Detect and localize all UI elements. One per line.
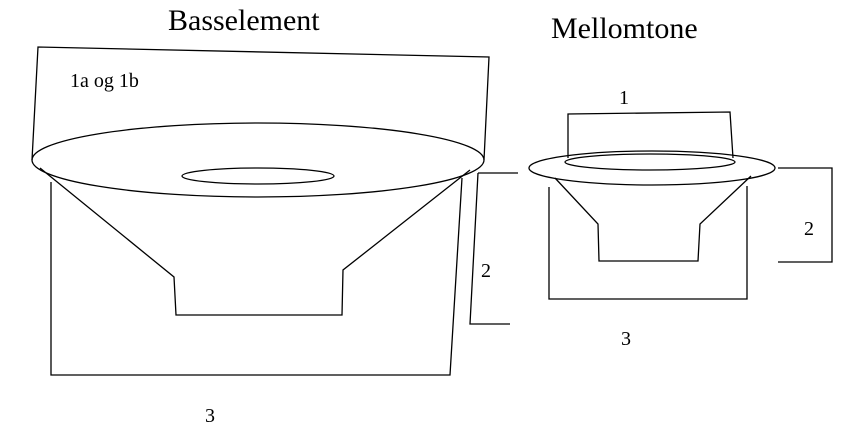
mid-label-height: 2 [804,218,814,240]
mid-label-width: 3 [621,328,631,350]
bass-top-bracket [31,46,490,161]
bass-label-height: 2 [481,260,491,282]
mid-top-bracket [567,111,734,159]
mid-width-bracket [548,186,748,300]
bass-cone-rim [31,122,485,198]
mid-title: Mellomtone [551,12,698,45]
mid-label-top: 1 [619,87,629,109]
mid-element: Mellomtone 1 3 2 [528,12,833,350]
bass-width-bracket [50,177,463,376]
bass-element: Basselement 1a og 1b 3 2 [31,4,518,427]
mid-dust-cap [564,153,736,171]
bass-label-width: 3 [205,405,215,427]
bass-height-bracket [469,172,510,325]
mid-side-bracket [778,167,833,263]
mid-cone-rim [528,150,776,186]
bass-dust-cap [181,167,335,185]
bass-title: Basselement [168,4,320,37]
bass-label-top: 1a og 1b [70,70,139,92]
bass-cone-body [39,167,471,316]
mid-cone-body [554,175,752,262]
